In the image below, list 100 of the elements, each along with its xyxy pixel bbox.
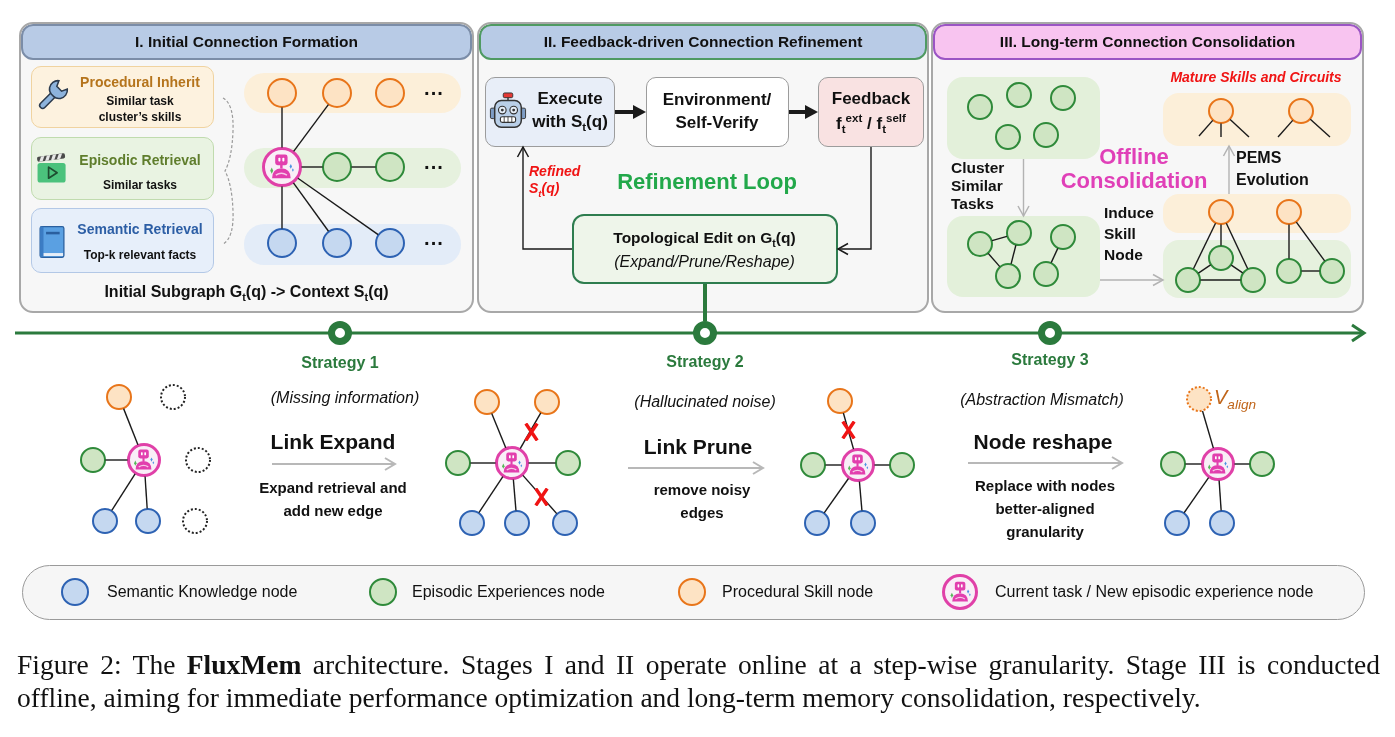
graph-edge — [1295, 221, 1326, 262]
knowledge-node — [375, 228, 405, 258]
graph-edge — [1233, 463, 1251, 465]
source-card — [31, 208, 214, 273]
graph-edge — [842, 412, 855, 450]
empty-node — [182, 508, 208, 534]
episode-node — [322, 152, 352, 182]
episode-node — [1319, 258, 1345, 284]
episode-node — [1276, 258, 1302, 284]
graph-edge — [1183, 476, 1210, 514]
graph-edge — [1220, 122, 1222, 138]
graph-edge — [1198, 119, 1214, 137]
process-label: Topological Edit on G$_{t}$(q) — [612, 228, 797, 249]
graph-edge — [292, 182, 330, 232]
card-text: Top-k relevant facts — [82, 247, 198, 263]
ellipsis-mark: ··· — [423, 81, 445, 105]
stage-panel — [931, 22, 1364, 313]
episode-node — [1050, 224, 1076, 250]
operation-title: Link Expand — [269, 429, 397, 455]
episode-node — [555, 450, 581, 476]
graph-edge — [1218, 479, 1222, 512]
graph-edge — [292, 103, 330, 153]
ellipsis-mark: ··· — [423, 231, 445, 255]
skill-node — [106, 384, 132, 410]
knowledge-node — [92, 508, 118, 534]
knowledge-node — [135, 508, 161, 534]
skill-node — [1276, 199, 1302, 225]
process-box — [572, 214, 838, 284]
empty-node — [160, 384, 186, 410]
knowledge-node — [322, 228, 352, 258]
flow-arrow — [1017, 158, 1030, 217]
skill-node — [375, 78, 405, 108]
section-note: Mature Skills and Circuits — [1169, 68, 1343, 87]
graph-edge — [1220, 223, 1222, 247]
graph-edge — [1184, 463, 1203, 465]
skill-node — [322, 78, 352, 108]
card-title: Episodic Retrieval — [78, 151, 202, 169]
flow-arrow — [837, 146, 872, 256]
skill-node — [474, 389, 500, 415]
episode-node — [889, 452, 915, 478]
graph-edge — [281, 185, 283, 230]
skill-node — [267, 78, 297, 108]
graph-edge — [824, 464, 843, 466]
aligned-skill-node — [1186, 386, 1212, 412]
graph-edge — [858, 480, 863, 512]
graph-edge — [1197, 264, 1212, 274]
skill-band — [1163, 93, 1351, 146]
timeline-marker — [1038, 321, 1062, 345]
graph-edge — [1229, 118, 1250, 138]
panel-header: II. Feedback-driven Connection Refinement — [479, 24, 927, 60]
flow-arrow — [516, 146, 573, 250]
skill-node — [1288, 98, 1314, 124]
legend-label: Semantic Knowledge node — [107, 582, 298, 602]
episode-node — [967, 231, 993, 257]
process-box — [485, 77, 615, 147]
graph-edge — [1199, 279, 1242, 281]
graph-edge — [873, 464, 891, 466]
knowledge-node — [267, 228, 297, 258]
knowledge-node — [459, 510, 485, 536]
legend-label: Current task / New episodic experience node — [995, 582, 1314, 602]
graph-edge — [104, 459, 129, 461]
timeline-marker — [693, 321, 717, 345]
node-label: V$_{align}$ — [1214, 385, 1258, 410]
panel-header: III. Long-term Connection Consolidation — [933, 24, 1362, 60]
legend-label: Procedural Skill node — [722, 582, 874, 602]
operation-description: remove noisy edges — [652, 480, 752, 523]
source-card — [31, 137, 214, 200]
graph-edge — [823, 477, 850, 514]
graph-edge — [1277, 119, 1294, 138]
episode-node — [1006, 82, 1032, 108]
graph-edge — [1288, 223, 1290, 260]
skill-node — [534, 389, 560, 415]
source-card — [31, 66, 214, 128]
card-text: Similar tasks — [101, 177, 178, 193]
skill-band — [1163, 194, 1351, 233]
strategy-label: Strategy 1 — [300, 353, 380, 373]
graph-edge — [469, 462, 497, 464]
graph-edge — [991, 235, 1008, 242]
process-box — [646, 77, 789, 147]
graph-edge — [144, 475, 148, 510]
graph-edge — [512, 478, 517, 512]
episode-node — [1208, 245, 1234, 271]
graph-edge — [1300, 270, 1321, 272]
episode-node — [1033, 122, 1059, 148]
flow-arrow — [1222, 145, 1236, 195]
episode-band — [1163, 240, 1351, 298]
stage-panel — [477, 22, 929, 313]
graph-edge — [491, 412, 507, 449]
knowledge-node — [850, 510, 876, 536]
card-text: Similar task cluster’s skills — [97, 93, 183, 125]
panel-header: I. Initial Connection Formation — [21, 24, 472, 60]
graph-edge — [1010, 244, 1017, 265]
case-label: (Missing information) — [269, 388, 421, 408]
episode-node — [1160, 451, 1186, 477]
graph-edge — [122, 407, 139, 446]
process-box — [818, 77, 924, 147]
section-title: Offline Consolidation — [1059, 145, 1209, 193]
legend-label: Episodic Experiences node — [412, 582, 605, 602]
loop-title: Refinement Loop — [616, 168, 798, 196]
flow-arrow — [789, 105, 818, 119]
